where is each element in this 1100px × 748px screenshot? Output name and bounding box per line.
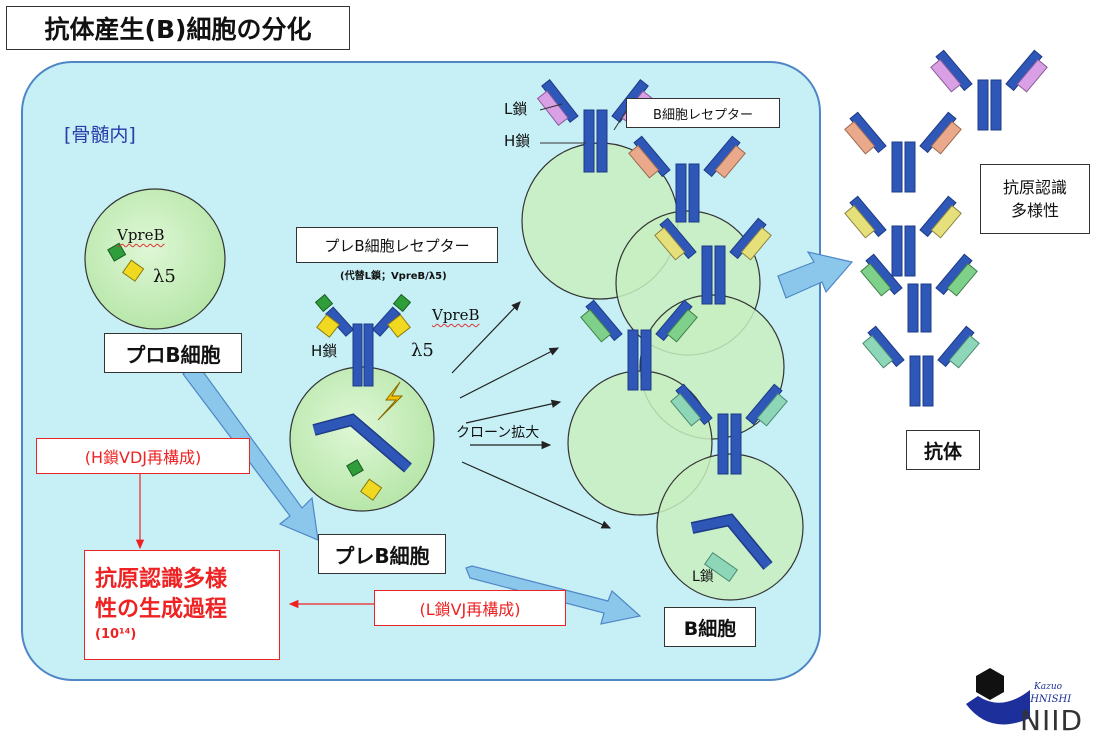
h-chain-vdj-label: (H鎖VDJ再構成) [36,438,250,474]
l-chain-vj-label: (L鎖VJ再構成) [374,590,566,626]
expansion-arrow [451,301,521,374]
h-chain-label: H鎖 [504,132,531,150]
niid-logo [966,668,1030,725]
pro-b-cell-label: プロB細胞 [104,333,242,373]
logo-script-1: Kazuo [1034,682,1063,692]
pre-b-receptor [314,293,412,387]
lambda5-block [121,259,145,282]
pro-b-lambda5-label: λ5 [153,266,176,287]
pro-b-cell-circle [84,188,226,330]
arrow-pro-to-pre [182,361,319,541]
pre-b-vpreb-label: VpreB [432,306,480,324]
l-chain-inner-label: L鎖 [692,569,714,585]
diversity-generation-line-1: 抗原認識多様 [95,567,228,592]
pre-b-lambda5-label: λ5 [411,340,434,361]
l-chain-label: L鎖 [504,100,528,118]
vpreb-block [107,242,127,262]
pre-b-receptor-note: (代替L鎖；VpreB/λ5) [340,271,447,282]
logo-script-2: OHNISHI [1022,694,1072,705]
antibody-label: 抗体 [906,430,980,470]
pre-b-h-chain-label: H鎖 [311,342,338,360]
diversity-line-1: 抗原認識 [1002,178,1067,197]
antibody-stack [844,49,1048,407]
pre-b-cell-label: プレB細胞 [318,534,446,574]
b-cell-receptor-label: B細胞レセプター [626,98,780,128]
l-chain-pointer [539,103,563,111]
pro-b-vpreb-label: VpreB [117,226,165,244]
arrow-to-antibody [777,251,854,299]
diversity-generation-box: 抗原認識多様 性の生成過程 (10¹⁴) [84,550,280,660]
diversity-generation-line-2: 性の生成過程 [95,597,228,622]
page-title: 抗体産生(B)細胞の分化 [6,6,350,50]
logo-name: NIID [1020,704,1084,737]
pre-b-receptor-label: プレB細胞レセプター [296,227,498,263]
b-cell-label: B細胞 [664,607,756,647]
lightning-icon [377,381,404,421]
diversity-line-2: 多様性 [1010,201,1059,220]
diversity-label: 抗原認識 多様性 [980,164,1090,234]
diversity-generation-exponent: (10¹⁴) [95,627,137,642]
clonal-expansion-label: クローン拡大 [456,425,540,441]
bone-marrow-label: [骨髄内] [64,124,136,146]
